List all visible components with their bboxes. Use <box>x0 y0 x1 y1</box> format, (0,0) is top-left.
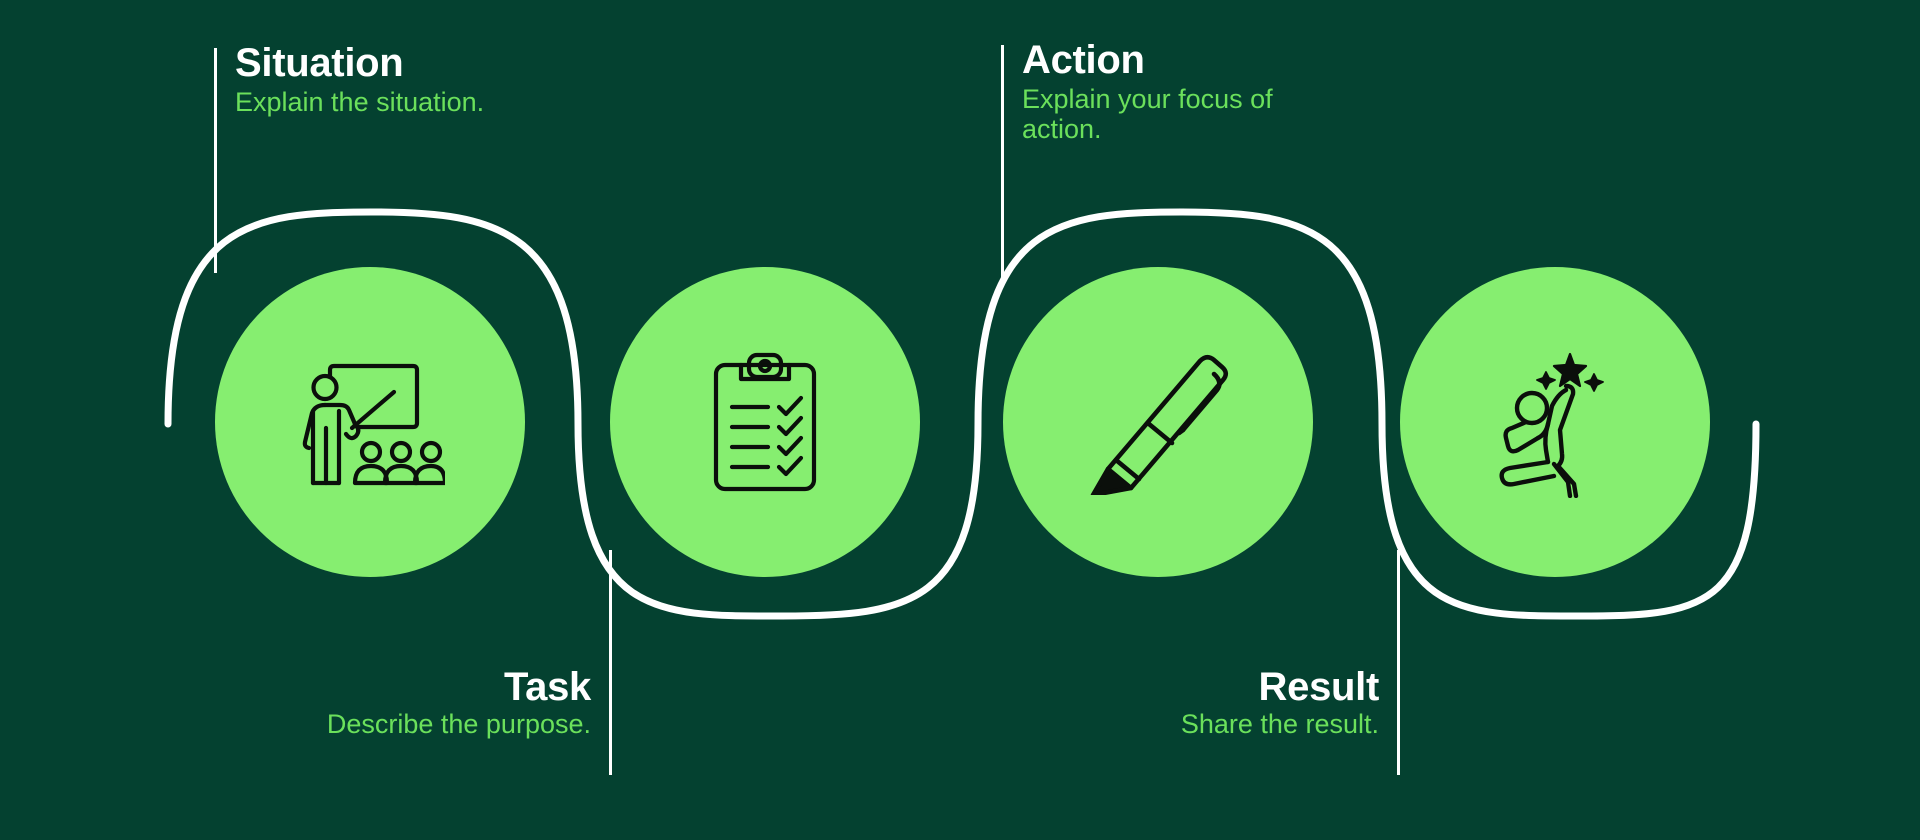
callout-result: Result Share the result. <box>1090 550 1400 775</box>
callout-action-title: Action <box>1022 38 1145 82</box>
callout-result-title: Result <box>1258 664 1380 709</box>
node-task <box>610 267 920 577</box>
callout-situation-subtitle: Explain the situation. <box>235 87 485 117</box>
callout-task: Task Describe the purpose. <box>260 550 612 775</box>
pen-icon <box>1083 349 1233 495</box>
callout-situation: Situation Explain the situation. <box>214 42 485 273</box>
presenter-whiteboard-audience-icon <box>295 348 445 496</box>
node-situation <box>215 267 525 577</box>
callout-action-subtitle: Explain your focus of action. <box>1022 84 1273 145</box>
node-action <box>1003 267 1313 577</box>
callout-task-title: Task <box>503 664 591 709</box>
callout-situation-title: Situation <box>235 41 404 85</box>
callout-action: Action Explain your focus of action. <box>1001 39 1322 280</box>
node-result <box>1400 267 1710 577</box>
clipboard-checklist-icon <box>713 352 817 492</box>
callout-result-subtitle: Share the result. <box>1180 708 1379 739</box>
celebrating-runner-stars-icon <box>1488 346 1622 498</box>
callout-task-subtitle: Describe the purpose. <box>326 708 591 739</box>
